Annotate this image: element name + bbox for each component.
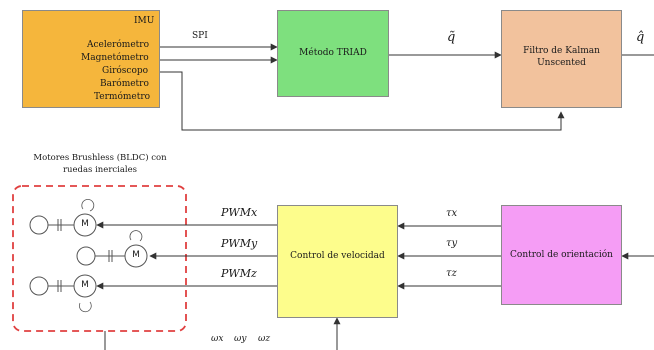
kalman-label-line1: Filtro de Kalman bbox=[523, 46, 600, 56]
imu-sensor-accelerometer: Acelerómetro bbox=[87, 40, 149, 50]
motors-title-line2: ruedas inerciales bbox=[62, 165, 138, 175]
motor-z-letter: M bbox=[81, 280, 89, 290]
arrow-gyro-to-kalman bbox=[160, 71, 565, 131]
orientation-control-block bbox=[501, 205, 622, 305]
motor-y-letter: M bbox=[132, 250, 140, 260]
imu-title: IMU bbox=[134, 16, 155, 26]
motor-x bbox=[29, 199, 97, 237]
motor-z bbox=[29, 274, 97, 313]
orientation-control-label: Control de orientación bbox=[510, 250, 613, 260]
motor-x-letter: M bbox=[81, 219, 89, 229]
imu-block bbox=[22, 10, 160, 108]
motors-group-box bbox=[12, 185, 187, 332]
kalman-block bbox=[501, 10, 622, 108]
imu-sensor-barometer: Barómetro bbox=[100, 79, 149, 89]
imu-sensor-magnetometer: Magnetómetro bbox=[81, 53, 149, 63]
imu-sensor-thermometer: Termómetro bbox=[94, 92, 151, 102]
kalman-label-line2: Unscented bbox=[537, 58, 586, 68]
omega-y-label: ωy bbox=[234, 334, 247, 344]
tau-y-label: τy bbox=[446, 238, 458, 249]
q-tilde-label: q̃ bbox=[447, 30, 456, 45]
velocity-control-block bbox=[277, 205, 398, 318]
triad-label: Método TRIAD bbox=[299, 48, 367, 58]
triad-block bbox=[277, 10, 389, 97]
q-hat-label: q̂ bbox=[636, 30, 645, 45]
motors-title-line1: Motores Brushless (BLDC) con bbox=[33, 153, 167, 163]
pwm-x-label: PWMx bbox=[221, 206, 258, 219]
imu-sensor-gyroscope: Giróscopo bbox=[102, 66, 149, 76]
pwm-z-label: PWMz bbox=[221, 267, 257, 280]
omega-z-label: ωz bbox=[258, 334, 271, 344]
tau-z-label: τz bbox=[446, 268, 457, 279]
motor-y bbox=[76, 230, 148, 268]
velocity-control-label: Control de velocidad bbox=[290, 251, 385, 261]
link-spi-label: SPI bbox=[192, 31, 208, 41]
omega-x-label: ωx bbox=[211, 334, 224, 344]
tau-x-label: τx bbox=[446, 208, 458, 219]
pwm-y-label: PWMy bbox=[221, 237, 258, 250]
